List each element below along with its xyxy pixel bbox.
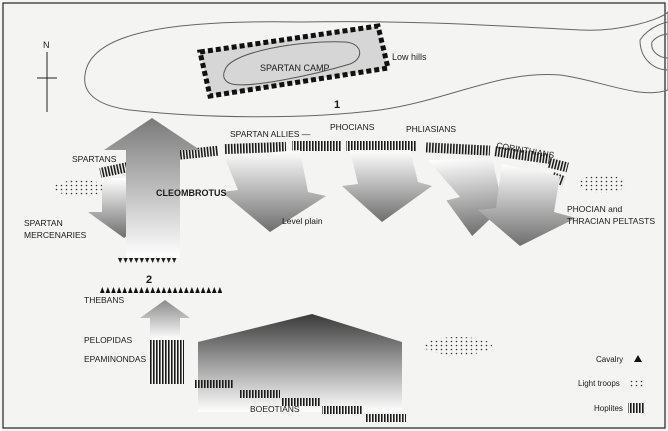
cavalry-marker: [172, 258, 177, 263]
cavalry-marker: [217, 287, 223, 293]
label-spartan-mercenaries-line2: MERCENARIES: [24, 230, 87, 240]
cavalry-marker: [189, 287, 195, 293]
label-cleombrotus: CLEOMBROTUS: [156, 188, 227, 198]
camp-label: SPARTAN CAMP: [260, 63, 330, 73]
spartan-mercenaries-light-troops: [54, 180, 106, 196]
cavalry-marker: [133, 287, 139, 293]
triangle-icon: [634, 355, 642, 362]
dots-icon: [628, 379, 644, 387]
cavalry-marker: [200, 287, 206, 293]
cleombrotus-arrow: [104, 118, 200, 258]
boeotian-block: [198, 314, 402, 412]
bars-icon: [628, 403, 644, 413]
phase-2-marker: 2: [146, 274, 152, 286]
cavalry-marker: [118, 258, 123, 263]
legend-light-troops-label: Light troops: [578, 379, 620, 388]
label-spartan-mercenaries-line1: SPARTAN: [24, 218, 63, 228]
cavalry-marker: [123, 258, 128, 263]
spartan-allied-line: [99, 141, 569, 186]
label-phocian-peltasts-line2: THRACIAN PELTASTS: [567, 216, 655, 226]
theban-cavalry-bottom: [100, 287, 223, 293]
cavalry-marker: [128, 287, 133, 293]
cavalry-marker: [150, 258, 155, 263]
label-pelopidas: PELOPIDAS: [84, 335, 133, 345]
cavalry-marker: [139, 287, 144, 293]
cavalry-marker: [184, 287, 189, 293]
legend-cavalry-label: Cavalry: [596, 355, 623, 364]
cavalry-marker: [122, 287, 127, 293]
cavalry-marker: [144, 287, 150, 293]
hills-outer-contour: [84, 11, 668, 118]
cavalry-marker: [105, 287, 111, 293]
label-spartan-allies: SPARTAN ALLIES —: [230, 129, 311, 139]
compass-north-icon: N: [37, 40, 57, 112]
legend-hoplites-label: Hoplites: [594, 404, 623, 413]
boeotian-hoplite-steps: [194, 380, 406, 422]
cavalry-marker: [166, 258, 171, 263]
legend: Cavalry Light troops Hoplites: [578, 355, 644, 413]
cavalry-marker: [134, 258, 139, 263]
cavalry-marker: [116, 287, 122, 293]
cavalry-marker: [167, 287, 172, 293]
spartan-camp: SPARTAN CAMP: [196, 23, 392, 99]
cavalry-marker: [128, 258, 134, 263]
cavalry-marker: [178, 287, 183, 293]
cavalry-marker: [145, 258, 150, 263]
cavalry-marker: [172, 287, 178, 293]
theban-hoplite-column: [150, 340, 184, 384]
label-spartans: SPARTANS: [72, 154, 117, 164]
cavalry-marker: [156, 287, 161, 293]
label-phocian-peltasts-line1: PHOCIAN and: [567, 204, 623, 214]
cavalry-marker: [195, 287, 200, 293]
cavalry-marker: [100, 287, 105, 293]
label-level-plain: Level plain: [282, 216, 323, 226]
hills-right-contour: [639, 21, 668, 71]
cavalry-marker: [161, 287, 167, 293]
label-boeotians: BOEOTIANS: [250, 404, 300, 414]
compass-letter: N: [43, 40, 50, 50]
cavalry-marker: [139, 258, 144, 263]
label-phliasians: PHLIASIANS: [406, 124, 456, 134]
theban-advance-arrow: [140, 300, 190, 340]
cavalry-marker: [212, 287, 217, 293]
cavalry-marker: [161, 258, 166, 263]
cavalry-marker: [155, 258, 161, 263]
cavalry-marker: [206, 287, 211, 293]
cavalry-marker: [111, 287, 116, 293]
cavalry-marker: [150, 287, 155, 293]
label-thebans: THEBANS: [84, 295, 124, 305]
theban-cavalry-top: [118, 258, 177, 263]
phocian-peltasts-light-troops: [578, 175, 626, 193]
boeotian-light-troops: [424, 337, 492, 355]
label-phocians: PHOCIANS: [330, 122, 375, 132]
hills-right-inner-contour: [651, 33, 668, 59]
label-epaminondas: EPAMINONDAS: [84, 354, 147, 364]
phase-1-marker: 1: [334, 99, 340, 111]
spartan-advance-arrows: [88, 150, 576, 246]
hills-label: Low hills: [392, 52, 427, 62]
